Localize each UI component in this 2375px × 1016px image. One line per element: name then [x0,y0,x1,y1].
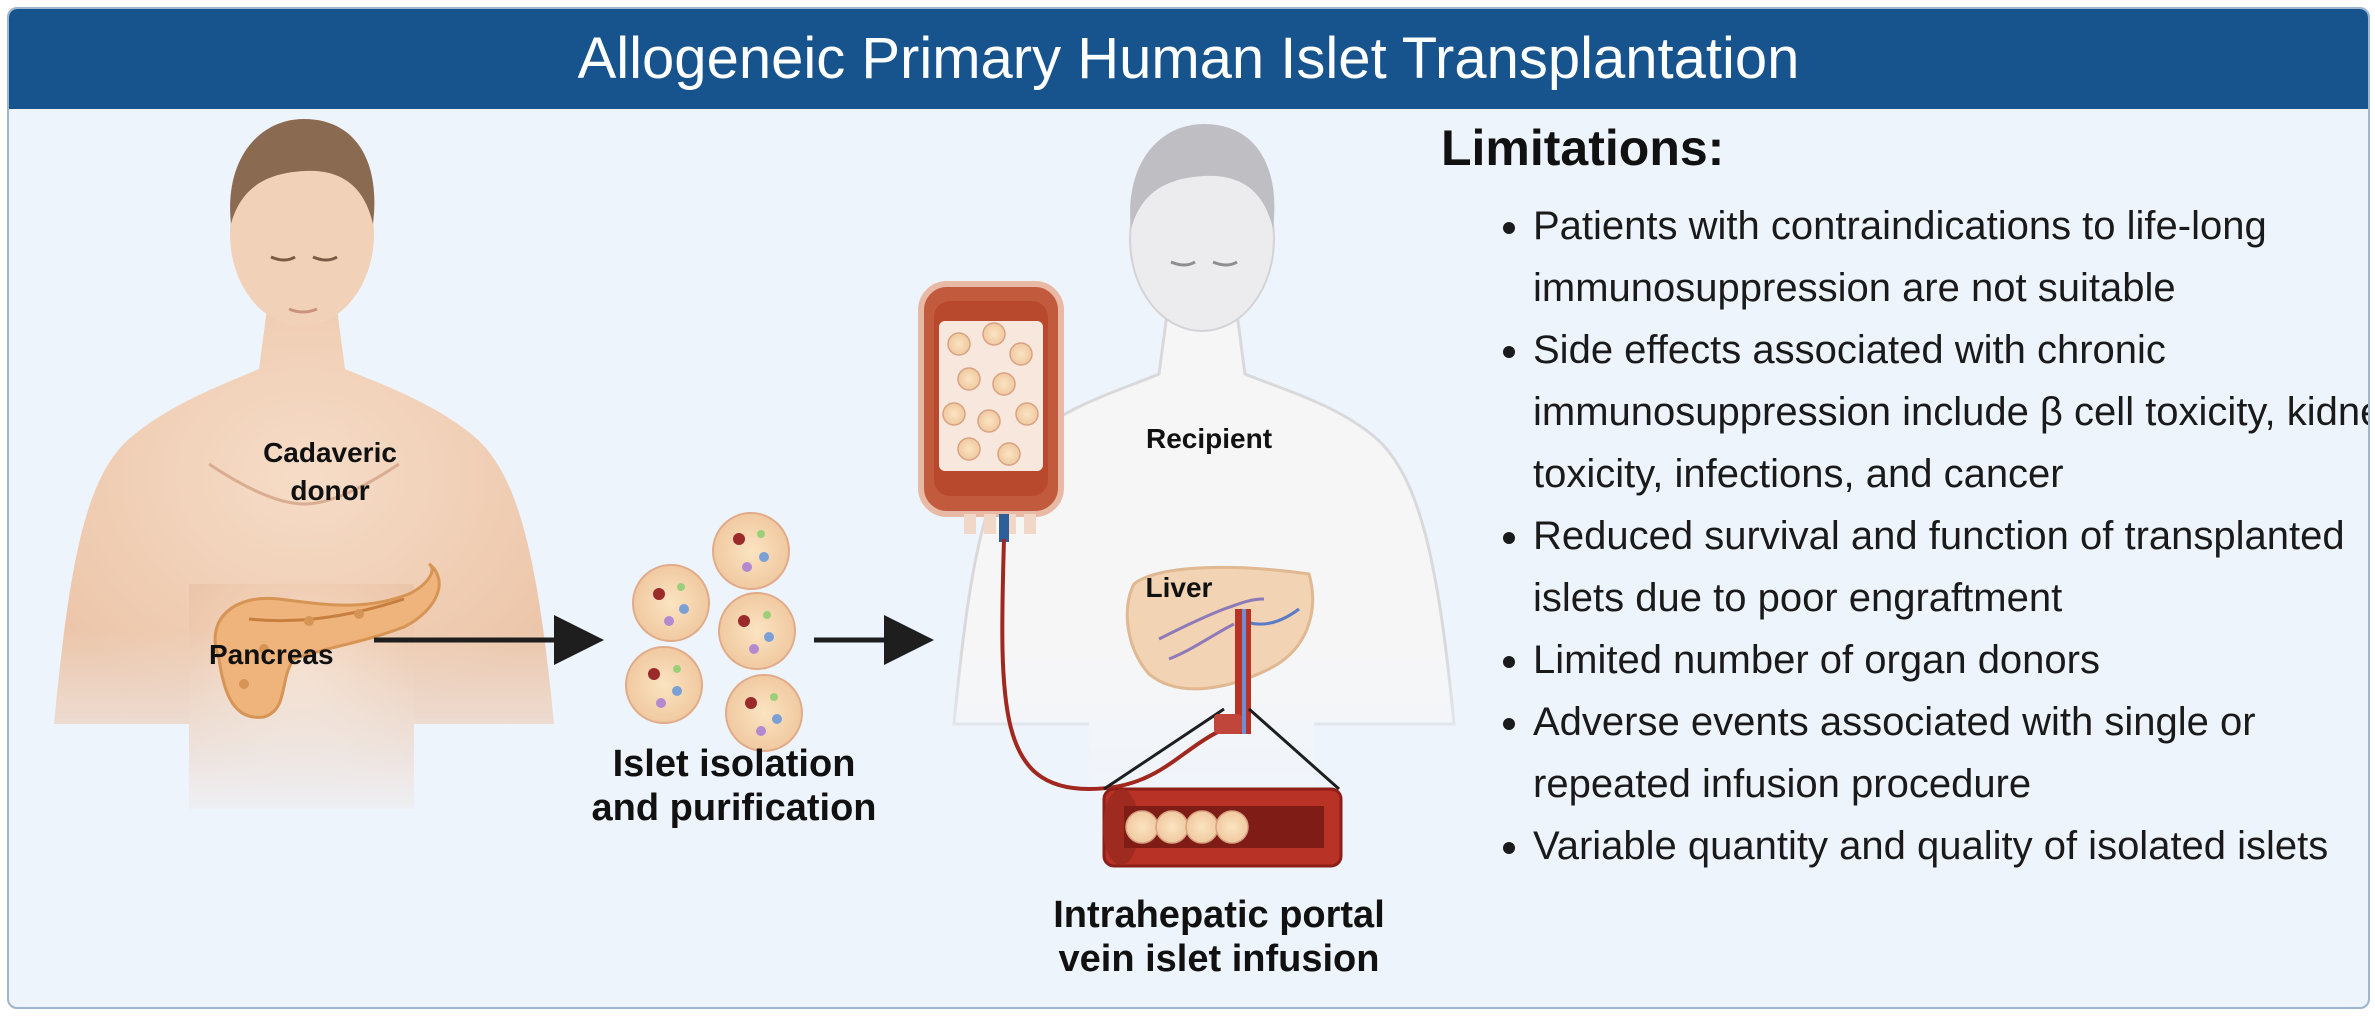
infusion-tube [1000,538,1225,792]
islet [718,592,796,670]
islet-cluster [625,512,803,752]
limitation-item: Limited number of organ donors [1533,629,2368,691]
islet [625,646,703,724]
recipient-figure [939,124,1479,819]
islet [632,564,710,642]
limitations-list: Patients with contraindications to life-… [1479,195,2368,877]
pancreas-illustration [213,562,441,719]
limitation-item: Patients with contraindications to life-… [1533,195,2368,319]
iv-bag [918,281,1064,542]
infusion-label: Intrahepatic portal vein islet infusion [1053,894,1385,980]
islet [712,512,790,590]
liver-label: Liver [1145,572,1213,603]
recipient-label: Recipient [1145,423,1273,454]
donor-figure [39,119,579,829]
title-banner: Allogeneic Primary Human Islet Transplan… [9,9,2368,109]
islet-isolation-label: Islet isolation and purification [591,743,877,829]
limitation-item: Reduced survival and function of transpl… [1533,505,2368,629]
figure-panel: Allogeneic Primary Human Islet Transplan… [7,7,2370,1009]
liver-illustration [1125,565,1315,734]
limitation-item: Variable quantity and quality of isolate… [1533,815,2368,877]
illustration [39,119,1479,868]
islet [725,674,803,752]
limitations-heading: Limitations: [1441,120,1725,176]
limitation-item: Side effects associated with chronic imm… [1533,319,2368,505]
figure-title: Allogeneic Primary Human Islet Transplan… [577,26,1800,91]
limitation-item: Adverse events associated with single or… [1533,691,2368,815]
pancreas-label: Pancreas [209,639,334,670]
portal-vein-crosssection [1102,707,1343,868]
donor-label: Cadaveric donor [263,437,397,506]
